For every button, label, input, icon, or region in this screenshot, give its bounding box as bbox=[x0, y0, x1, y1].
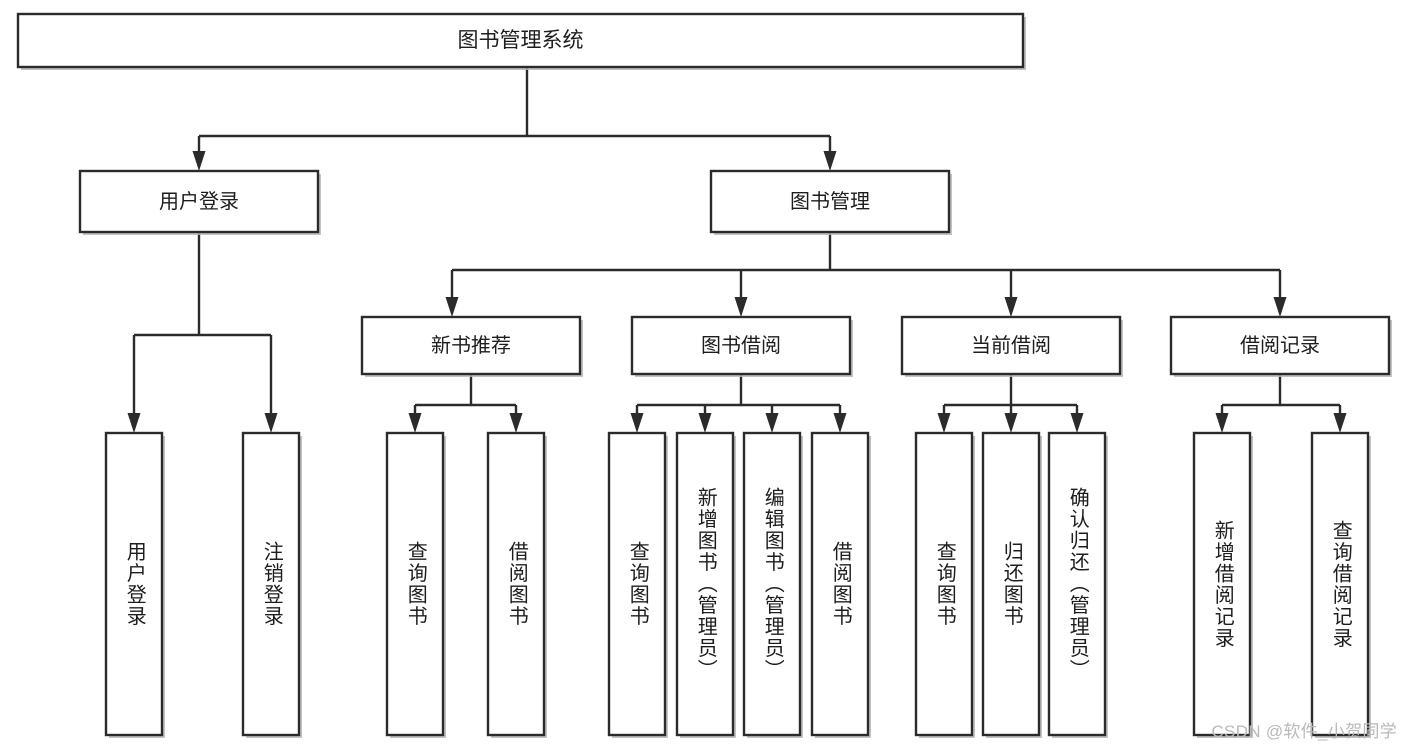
node-label: 图书管理系统 bbox=[458, 29, 584, 52]
edge-arrowhead bbox=[1273, 297, 1287, 317]
node-leaf-query-book-2[interactable] bbox=[607, 431, 668, 738]
edges-layer bbox=[127, 67, 1347, 433]
edge-arrowhead bbox=[823, 151, 837, 171]
node-leaf-user-login[interactable] bbox=[104, 431, 165, 738]
node-rect[interactable] bbox=[810, 431, 870, 737]
node-label: 图书借阅 bbox=[701, 334, 781, 357]
edge-arrowhead bbox=[833, 413, 847, 433]
node-rect[interactable] bbox=[742, 431, 802, 737]
edge-arrowhead bbox=[734, 297, 748, 317]
edge-arrowhead bbox=[630, 413, 644, 433]
node-label: 借阅记录 bbox=[1240, 334, 1320, 357]
edge-group-book-borrow-to-leaves bbox=[630, 374, 847, 433]
node-leaf-borrow-book-1[interactable] bbox=[486, 431, 547, 738]
node-rect[interactable] bbox=[675, 431, 735, 737]
node-current-borrow[interactable]: 当前借阅 bbox=[900, 315, 1123, 377]
node-leaf-edit-book[interactable] bbox=[742, 431, 803, 738]
node-rect[interactable] bbox=[241, 431, 301, 737]
edge-arrowhead bbox=[937, 413, 951, 433]
node-leaf-logout[interactable] bbox=[241, 431, 302, 738]
node-label: 新书推荐 bbox=[431, 334, 511, 357]
edge-arrowhead bbox=[192, 151, 206, 171]
edge-arrowhead bbox=[264, 413, 278, 433]
edge-group-new-book-rec-to-leaves bbox=[408, 374, 523, 433]
node-rect[interactable] bbox=[104, 431, 164, 737]
node-root-图书管理系统[interactable]: 图书管理系统 bbox=[16, 12, 1026, 70]
edge-arrowhead bbox=[127, 413, 141, 433]
node-borrow-record[interactable]: 借阅记录 bbox=[1169, 315, 1392, 377]
node-leaf-return-book[interactable] bbox=[981, 431, 1042, 738]
edge-arrowhead bbox=[445, 297, 459, 317]
node-rect[interactable] bbox=[486, 431, 546, 737]
edge-group-book-manage-to-level2 bbox=[445, 232, 1287, 317]
node-leaf-query-book-1[interactable] bbox=[385, 431, 446, 738]
node-rect[interactable] bbox=[16, 12, 1025, 69]
edge-group-user-login-to-leaves bbox=[127, 232, 278, 433]
node-book-manage[interactable]: 图书管理 bbox=[709, 169, 952, 235]
node-rect[interactable] bbox=[78, 169, 320, 234]
node-rect[interactable] bbox=[385, 431, 445, 737]
edge-arrowhead bbox=[1333, 413, 1347, 433]
node-label: 当前借阅 bbox=[971, 334, 1051, 357]
edge-arrowhead bbox=[1004, 297, 1018, 317]
node-label: 图书管理 bbox=[790, 190, 870, 213]
node-rect[interactable] bbox=[1310, 431, 1370, 737]
edge-arrowhead bbox=[765, 413, 779, 433]
node-rect[interactable] bbox=[360, 315, 582, 376]
node-leaf-add-book[interactable] bbox=[675, 431, 736, 738]
node-rect[interactable] bbox=[607, 431, 667, 737]
edge-arrowhead bbox=[1004, 413, 1018, 433]
node-leaf-confirm-return[interactable] bbox=[1047, 431, 1108, 738]
node-rect[interactable] bbox=[630, 315, 852, 376]
watermark-label: CSDN @软件_小贺同学 bbox=[1211, 722, 1397, 741]
node-rect[interactable] bbox=[1047, 431, 1107, 737]
node-leaf-query-book-3[interactable] bbox=[914, 431, 975, 738]
node-rect[interactable] bbox=[900, 315, 1122, 376]
node-rect[interactable] bbox=[1192, 431, 1252, 737]
node-rect[interactable] bbox=[709, 169, 951, 234]
node-new-book-rec[interactable]: 新书推荐 bbox=[360, 315, 583, 377]
edge-arrowhead bbox=[408, 413, 422, 433]
node-rect[interactable] bbox=[1169, 315, 1391, 376]
edge-arrowhead bbox=[509, 413, 523, 433]
node-rect[interactable] bbox=[981, 431, 1041, 737]
edge-arrowhead bbox=[1070, 413, 1084, 433]
node-leaf-add-record[interactable] bbox=[1192, 431, 1253, 738]
node-book-borrow[interactable]: 图书借阅 bbox=[630, 315, 853, 377]
node-label: 用户登录 bbox=[159, 190, 239, 213]
node-user-login[interactable]: 用户登录 bbox=[78, 169, 321, 235]
edge-arrowhead bbox=[1215, 413, 1229, 433]
edge-group-borrow-record-to-leaves bbox=[1215, 374, 1347, 433]
edge-group-root-to-level1 bbox=[192, 67, 837, 171]
edge-group-current-borrow-to-leaves bbox=[937, 374, 1084, 433]
node-leaf-borrow-book-2[interactable] bbox=[810, 431, 871, 738]
node-leaf-query-record[interactable] bbox=[1310, 431, 1371, 738]
node-rect[interactable] bbox=[914, 431, 974, 737]
edge-arrowhead bbox=[698, 413, 712, 433]
